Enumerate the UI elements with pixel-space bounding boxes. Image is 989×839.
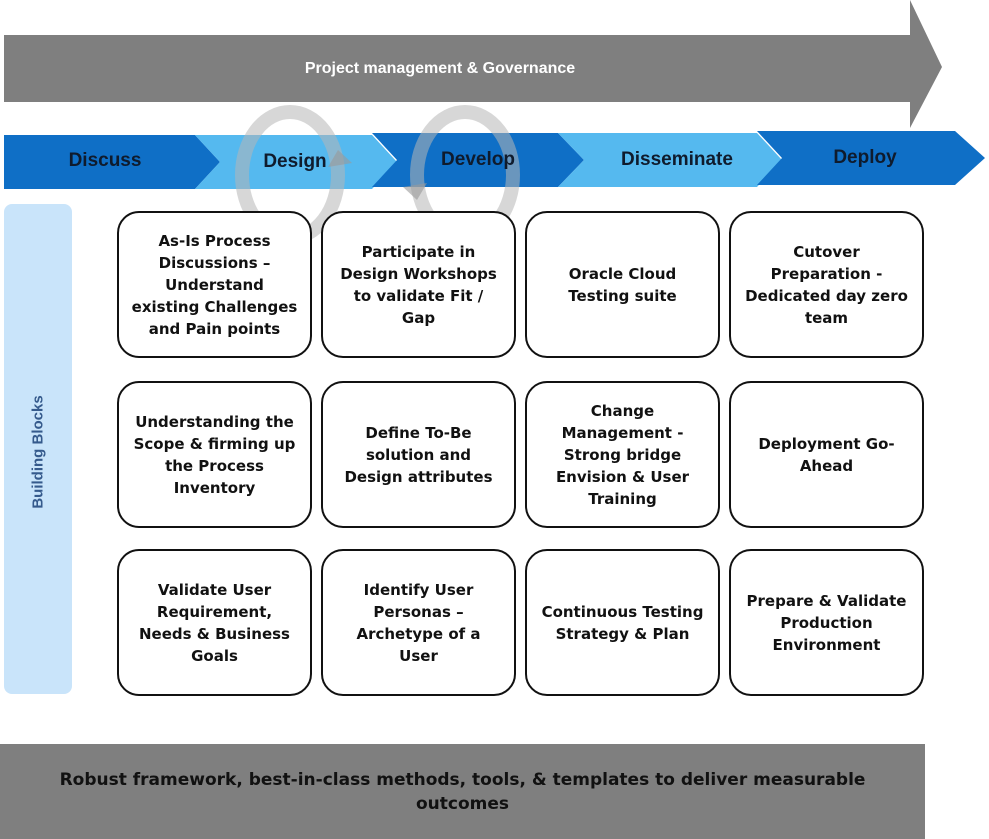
phase-label-discuss: Discuss (68, 150, 142, 171)
phase-chevron-deploy (757, 131, 985, 185)
card-deploy-2: Deployment Go-Ahead (729, 381, 924, 528)
card-develop-2: Change Management - Strong bridge Envisi… (525, 381, 720, 528)
phase-chevron-discuss (4, 135, 220, 189)
card-design-3: Identify User Personas – Archetype of a … (321, 549, 516, 696)
card-discuss-1: As-Is Process Discussions – Understand e… (117, 211, 312, 358)
card-deploy-1: Cutover Preparation - Dedicated day zero… (729, 211, 924, 358)
footer-text: Robust framework, best-in-class methods,… (59, 769, 866, 814)
phase-chevron-disseminate (558, 133, 782, 187)
phase-label-deploy: Deploy (833, 147, 897, 168)
card-design-1: Participate in Design Workshops to valid… (321, 211, 516, 358)
phase-label-disseminate: Disseminate (621, 149, 733, 170)
card-discuss-2: Understanding the Scope & firming up the… (117, 381, 312, 528)
building-blocks-label: Building Blocks (29, 395, 47, 509)
governance-label: Project management & Governance (304, 60, 576, 77)
card-deploy-3: Prepare & Validate Production Environmen… (729, 549, 924, 696)
phase-label-develop: Develop (441, 149, 515, 170)
governance-arrow (4, 0, 942, 128)
card-develop-3: Continuous Testing Strategy & Plan (525, 549, 720, 696)
building-blocks-sidebar (4, 204, 72, 694)
card-design-2: Define To-Be solution and Design attribu… (321, 381, 516, 528)
card-discuss-3: Validate User Requirement, Needs & Busin… (117, 549, 312, 696)
footer-banner: Robust framework, best-in-class methods,… (0, 744, 925, 839)
card-develop-1: Oracle Cloud Testing suite (525, 211, 720, 358)
phase-label-design: Design (263, 151, 327, 172)
